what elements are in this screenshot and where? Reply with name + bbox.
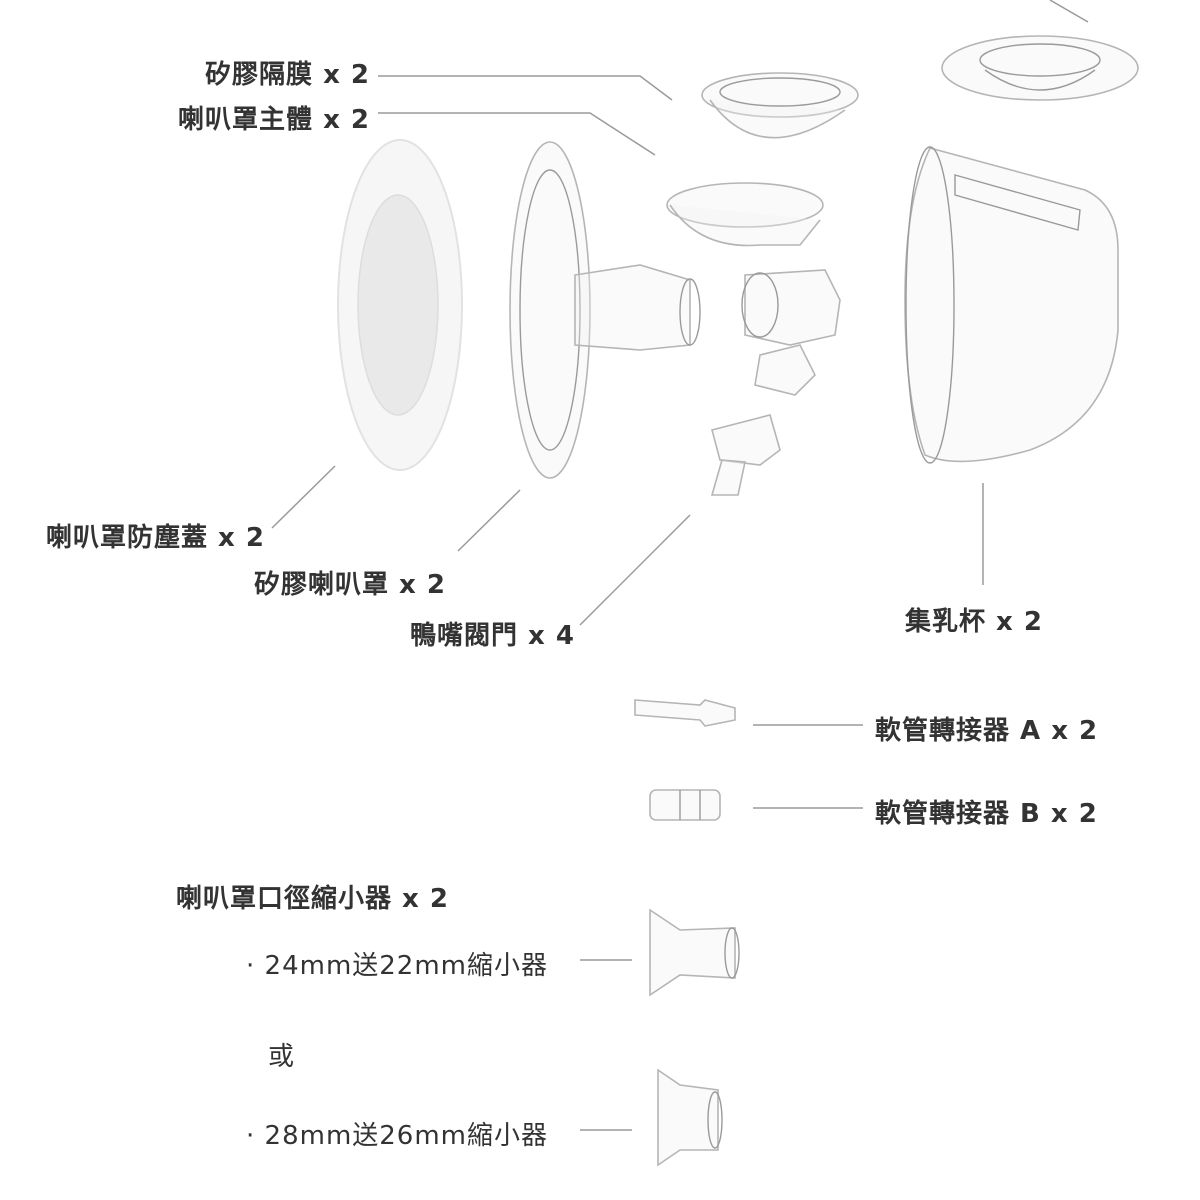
label-tube-adapter-a: 軟管轉接器 A x 2 bbox=[875, 716, 1099, 746]
leader-silicone-flange bbox=[457, 489, 521, 552]
label-insert-option-28mm: · 28mm送26mm縮小器 bbox=[246, 1121, 549, 1151]
label-silicone-diaphragm: 矽膠隔膜 x 2 bbox=[205, 60, 370, 90]
flange-insert-24mm-illustration bbox=[649, 908, 740, 997]
leader-dust-cover bbox=[271, 465, 336, 529]
leader-silicone-diaphragm bbox=[378, 75, 673, 101]
collection-cup-illustration bbox=[904, 146, 1119, 464]
flange-insert-28mm-illustration bbox=[657, 1068, 723, 1167]
label-duckbill-valve: 鴨嘴閥門 x 4 bbox=[410, 621, 575, 651]
leader-duckbill-valve bbox=[579, 514, 691, 626]
tube-adapter-a-illustration bbox=[634, 699, 736, 727]
label-or: 或 bbox=[268, 1042, 296, 1072]
leader-lines bbox=[271, 75, 984, 1131]
label-flange-dust-cover: 喇叭罩防塵蓋 x 2 bbox=[46, 523, 265, 553]
tube-adapter-b-illustration bbox=[649, 789, 721, 821]
label-insert-option-24mm: · 24mm送22mm縮小器 bbox=[246, 951, 549, 981]
flange-dust-cover-illustration bbox=[337, 139, 463, 471]
cup-lid-illustration bbox=[941, 0, 1139, 101]
silicone-flange-illustration bbox=[509, 141, 701, 479]
leader-flange-body bbox=[378, 112, 656, 156]
label-silicone-flange: 矽膠喇叭罩 x 2 bbox=[254, 570, 446, 600]
label-flange-insert: 喇叭罩口徑縮小器 x 2 bbox=[176, 884, 449, 914]
label-flange-body: 喇叭罩主體 x 2 bbox=[178, 105, 370, 135]
label-tube-adapter-b: 軟管轉接器 B x 2 bbox=[875, 799, 1098, 829]
flange-body-illustration bbox=[666, 182, 841, 396]
silicone-diaphragm-illustration bbox=[701, 72, 859, 139]
label-collection-cup: 集乳杯 x 2 bbox=[905, 607, 1043, 637]
duckbill-valve-illustration bbox=[710, 414, 781, 496]
